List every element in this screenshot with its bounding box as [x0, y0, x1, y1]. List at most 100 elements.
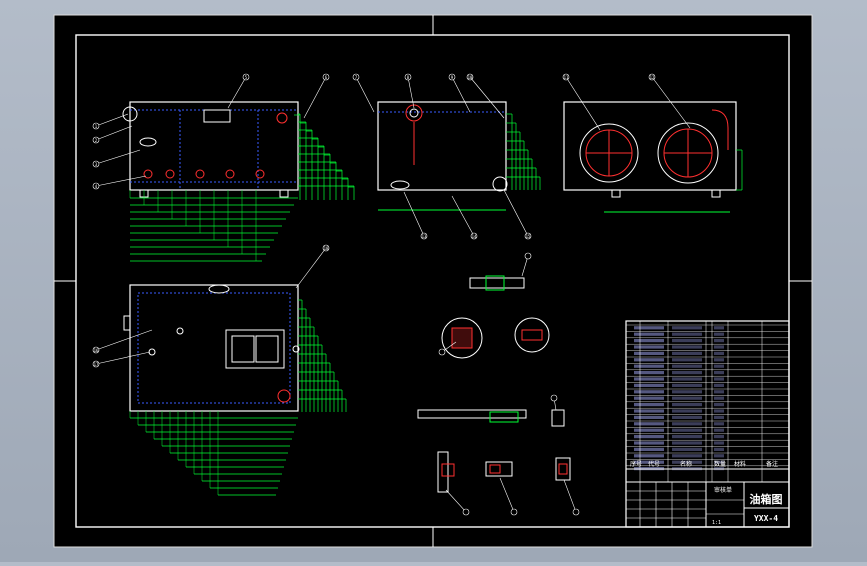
front-view-port	[195, 169, 205, 179]
parts-list-code-cell	[634, 371, 664, 375]
drawing-sheet	[54, 15, 812, 547]
balloon-label-5: 5	[245, 75, 248, 80]
balloon-leader-11	[565, 76, 601, 131]
balloon-label-13: 13	[422, 234, 427, 239]
balloon-leader-8	[407, 76, 415, 109]
balloon-label-6: 6	[325, 75, 328, 80]
title-block: 审核单 油箱图 YXX-4 1:1 序号代号名称数量材料备注	[625, 320, 790, 528]
parts-list-material-cell	[714, 351, 724, 355]
parts-list-code-cell	[634, 428, 664, 432]
parts-list-code-cell	[634, 345, 664, 349]
drawing-name: 油箱图	[750, 492, 783, 506]
parts-list-header-cell: 数量	[714, 460, 726, 468]
balloon-leader-7	[355, 76, 375, 113]
balloon-9	[448, 73, 456, 81]
parts-list-code-cell	[634, 383, 664, 387]
title-block-left-field: 审核单	[714, 486, 732, 494]
balloon-10	[466, 73, 474, 81]
parts-list-name-cell	[672, 390, 702, 394]
parts-list-code-cell	[634, 339, 664, 343]
parts-list-rows	[626, 321, 789, 482]
end-view-outline	[563, 101, 737, 191]
parts-list-name-cell	[672, 358, 702, 362]
front-view-cap	[203, 109, 231, 123]
plan-view-bolt	[176, 327, 184, 335]
balloon-leader-14	[451, 195, 475, 237]
end-view-filter-left	[579, 123, 639, 183]
parts-list-name-cell	[672, 403, 702, 407]
balloon-label-8: 8	[407, 75, 410, 80]
detail-circle-b	[514, 317, 550, 353]
parts-list-name-cell	[672, 415, 702, 419]
front-view-port	[225, 169, 235, 179]
balloon-leader-9	[451, 76, 471, 113]
parts-list-material-cell	[714, 383, 724, 387]
detail-clip	[551, 409, 565, 427]
parts-list-code-cell	[634, 441, 664, 445]
parts-list-name-cell	[672, 435, 702, 439]
parts-list-name-cell	[672, 332, 702, 336]
parts-list-code-cell	[634, 358, 664, 362]
parts-list-material-cell	[714, 396, 724, 400]
detail-balloon	[510, 508, 518, 516]
parts-list-material-cell	[714, 454, 724, 458]
balloon-leader-12	[651, 76, 691, 129]
balloon-leader-4	[95, 175, 147, 187]
parts-list-code-cell	[634, 403, 664, 407]
detail-plate	[417, 409, 527, 419]
front-view-sight-glass	[139, 137, 157, 147]
balloon-5	[242, 73, 250, 81]
parts-list-name-cell	[672, 339, 702, 343]
balloon-6	[322, 73, 330, 81]
balloon-label-18: 18	[324, 246, 329, 251]
detail-views	[417, 275, 571, 493]
drawing-scale: 1:1	[712, 520, 721, 526]
side-view-filler-port	[405, 104, 423, 122]
detail-boss-2-section	[489, 464, 501, 474]
balloon-11	[562, 73, 570, 81]
parts-list-material-cell	[714, 435, 724, 439]
parts-list-material-cell	[714, 428, 724, 432]
front-view-port	[165, 169, 175, 179]
detail-boss-3-section	[558, 463, 568, 475]
plan-view-access-plate	[225, 329, 285, 369]
plan-view-bracket	[123, 315, 131, 331]
balloon-label-16: 16	[94, 348, 99, 353]
parts-list-header-cell: 序号	[630, 460, 642, 468]
balloon-label-11: 11	[564, 75, 569, 80]
balloon-leader-6	[303, 76, 327, 119]
balloon-label-3: 3	[95, 162, 98, 167]
front-view-port	[143, 169, 153, 179]
parts-list-code-cell	[634, 454, 664, 458]
parts-list-name-cell	[672, 371, 702, 375]
detail-leader	[499, 477, 515, 513]
balloon-leader-1	[95, 113, 129, 127]
parts-list-material-cell	[714, 403, 724, 407]
balloon-label-17: 17	[94, 362, 99, 367]
balloon-leader-3	[95, 149, 141, 165]
parts-list-material-cell	[714, 447, 724, 451]
balloon-label-7: 7	[355, 75, 358, 80]
side-view-outline	[377, 101, 507, 191]
parts-list-code-cell	[634, 396, 664, 400]
end-view	[563, 101, 737, 213]
detail-balloon	[550, 394, 558, 402]
parts-list-name-cell	[672, 454, 702, 458]
detail-balloon	[524, 252, 532, 260]
parts-list-code-cell	[634, 409, 664, 413]
balloon-4	[92, 182, 100, 190]
balloon-1	[92, 122, 100, 130]
parts-list-code-cell	[634, 435, 664, 439]
end-view-filter-right	[657, 122, 719, 184]
parts-list-material-cell	[714, 345, 724, 349]
parts-list-name-cell	[672, 422, 702, 426]
parts-list-code-cell	[634, 415, 664, 419]
parts-list-code-cell	[634, 377, 664, 381]
parts-list-code-cell	[634, 326, 664, 330]
end-view-foot	[611, 189, 621, 198]
plan-view-filler	[208, 284, 230, 294]
balloon-label-4: 4	[95, 184, 98, 189]
